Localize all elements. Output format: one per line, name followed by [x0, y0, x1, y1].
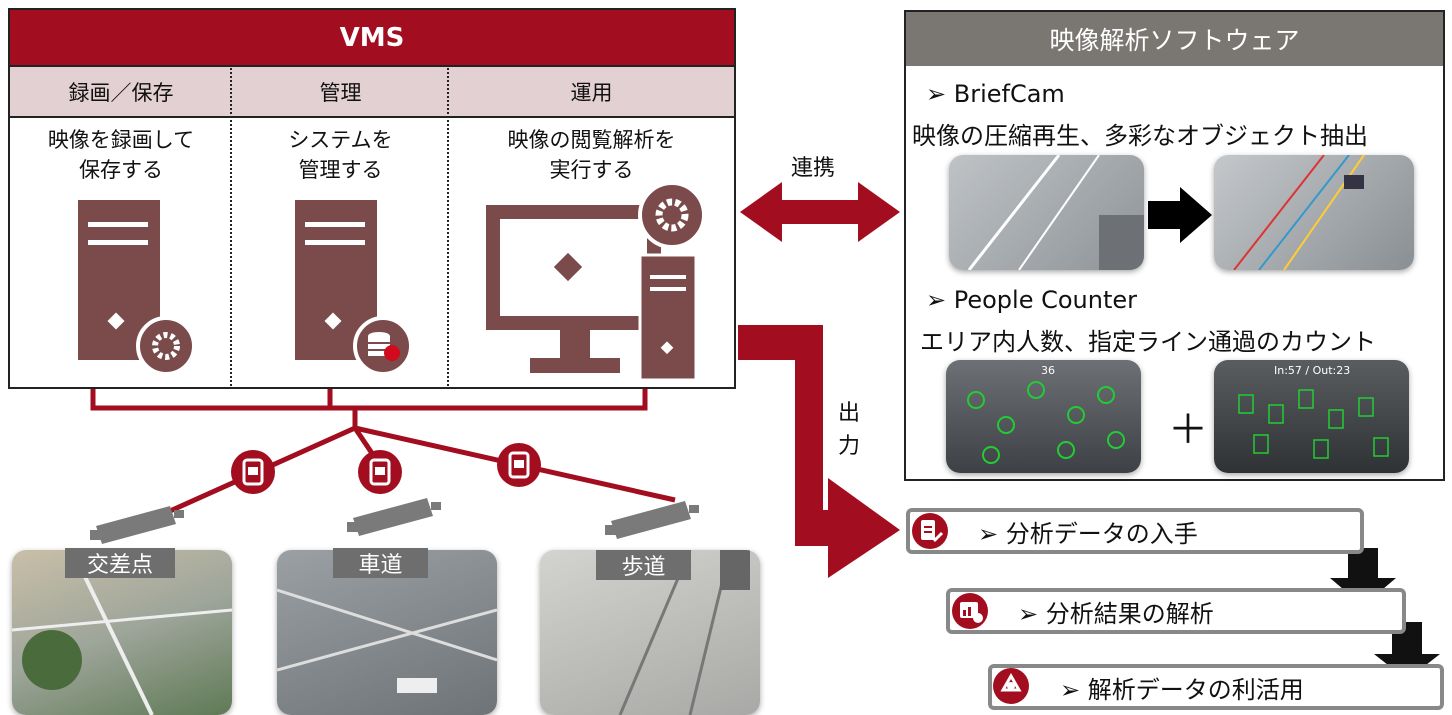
count-overlay: 36 [1041, 364, 1055, 377]
plus-sign: ＋ [1168, 407, 1208, 453]
step-label: ➢ 解析データの利活用 [1060, 675, 1304, 704]
report-chart-icon [952, 593, 988, 629]
step-analyze-results: ➢ 分析結果の解析 [946, 588, 1406, 634]
desc-line: 保存する [79, 158, 163, 182]
people-counter-thumbnail-1: 36 [946, 360, 1141, 473]
analysis-title: 映像解析ソフトウェア [906, 12, 1443, 66]
intersection-camera-image [12, 550, 232, 715]
video-file-icon [231, 450, 275, 494]
col-label-operate: 運用 [570, 80, 613, 105]
desc-line: 映像を録画して [47, 128, 195, 152]
col-desc-manage: システムを 管理する [232, 125, 449, 185]
col-label-record: 録画／保存 [68, 80, 174, 105]
link-label: 連携 [791, 156, 836, 181]
briefcam-before-thumbnail [949, 155, 1144, 270]
vms-panel: VMS 録画／保存 管理 運用 映像を録画して 保存する システムを 管理する … [8, 8, 736, 389]
people-counter-name: ➢ People Counter [926, 286, 1138, 314]
in-out-overlay: In:57 / Out:23 [1274, 364, 1351, 377]
video-file-icon [358, 450, 402, 494]
desc-line: 映像の閲覧解析を [507, 128, 676, 152]
camera-label-intersection: 交差点 [65, 548, 175, 578]
briefcam-arrow-icon [1148, 187, 1212, 243]
desc-line: 管理する [298, 158, 383, 182]
briefcam-after-thumbnail [1214, 155, 1414, 270]
col-desc-operate: 映像の閲覧解析を 実行する [449, 125, 734, 185]
camera-icon [90, 506, 184, 544]
vms-title: VMS [10, 10, 734, 65]
camera-icon [347, 498, 441, 536]
recording-server-icon [78, 200, 196, 375]
output-arrow [738, 325, 900, 578]
output-label-1: 出 [838, 401, 861, 426]
people-counter-desc: エリア内人数、指定ライン通過のカウント [920, 328, 1376, 356]
desc-line: 実行する [549, 158, 634, 182]
step-label: ➢ 分析結果の解析 [1018, 599, 1214, 628]
operation-workstation-icon [486, 181, 706, 382]
people-counter-thumbnail-2: In:57 / Out:23 [1214, 360, 1409, 473]
camera-label-roadway: 車道 [333, 548, 428, 578]
step-acquire-data: ➢ 分析データの入手 [906, 508, 1364, 554]
col-desc-record: 映像を録画して 保存する [10, 125, 232, 185]
briefcam-desc: 映像の圧縮再生、多彩なオブジェクト抽出 [912, 122, 1368, 150]
output-label-2: 力 [838, 434, 861, 459]
document-edit-icon [912, 513, 948, 549]
briefcam-name: ➢ BriefCam [926, 80, 1065, 108]
management-server-icon [295, 200, 413, 375]
recycle-icon [993, 668, 1029, 704]
desc-line: システムを [288, 128, 393, 152]
step-utilize-data: ➢ 解析データの利活用 [988, 664, 1444, 710]
column-divider [447, 68, 449, 386]
camera-label-sidewalk: 歩道 [596, 550, 691, 580]
step-label: ➢ 分析データの入手 [978, 519, 1198, 548]
camera-icon [605, 501, 699, 539]
col-label-manage: 管理 [319, 80, 362, 105]
vms-column-labels: 録画／保存 管理 運用 [10, 65, 734, 118]
link-double-arrow [740, 182, 900, 242]
video-file-icon [497, 443, 541, 487]
analysis-software-panel: 映像解析ソフトウェア ➢ BriefCam 映像の圧縮再生、多彩なオブジェクト抽… [904, 10, 1445, 481]
column-divider [230, 68, 232, 386]
